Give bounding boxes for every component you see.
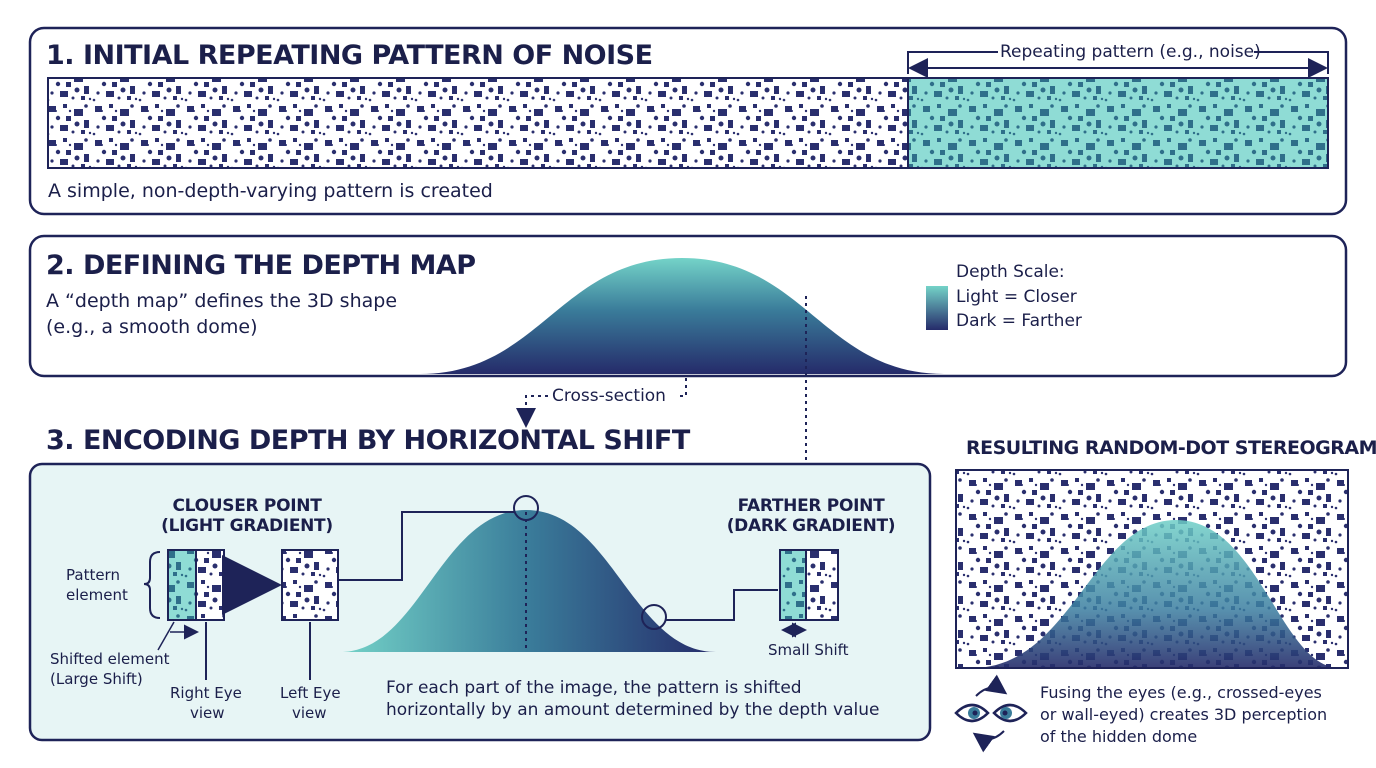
left-eye-view-tile (281, 549, 339, 621)
depth-map-desc-1: A “depth map” defines the 3D shape (46, 290, 398, 312)
noise-strip (47, 77, 909, 169)
closer-connector (338, 511, 514, 581)
small-shift-label: Small Shift (768, 641, 849, 659)
closer-point-title-2: (LIGHT GRADIENT) (161, 516, 333, 536)
farther-pattern-tile (779, 549, 807, 621)
depth-scale-dark: Dark = Farther (956, 311, 1082, 331)
closer-point-title-1: CLOUSER POINT (172, 496, 322, 516)
hidden-dome-shape (972, 520, 1340, 668)
pattern-element-brace (143, 551, 161, 619)
panel-3-title: 3. ENCODING DEPTH BY HORIZONTAL SHIFT (46, 425, 690, 456)
cross-section-dome (340, 510, 716, 652)
repeat-label: Repeating pattern (e.g., noise) (1000, 42, 1261, 62)
shifted-element-label-1: Shifted element (50, 650, 170, 668)
repeat-bracket-right (1254, 51, 1329, 74)
left-eye-label-2: view (292, 704, 327, 722)
eyes-icon (954, 703, 1028, 723)
panel-2-title: 2. DEFINING THE DEPTH MAP (46, 250, 476, 281)
cross-section-label: Cross-section (552, 386, 666, 406)
rotate-arrows-icon (972, 674, 1008, 753)
shifted-element-pointer (157, 621, 175, 651)
pattern-element-tile (167, 549, 197, 621)
depth-map-dome (420, 258, 944, 374)
stereogram-frame (955, 469, 1349, 669)
farther-point-title-1: FARTHER POINT (737, 496, 885, 516)
pattern-element-label-1: Pattern (66, 566, 120, 584)
depth-map-desc-2: (e.g., a smooth dome) (46, 316, 258, 338)
result-text-3: of the hidden dome (1040, 727, 1198, 746)
cross-section-link-left (525, 395, 548, 412)
explain-line-1: For each part of the image, the pattern … (386, 678, 802, 698)
panel-1-title: 1. INITIAL REPEATING PATTERN OF NOISE (46, 40, 653, 71)
depth-scale-swatch (926, 286, 948, 330)
result-text-1: Fusing the eyes (e.g., crossed-eyes (1040, 683, 1322, 702)
result-title: RESULTING RANDOM-DOT STEREOGRAM (966, 437, 1376, 459)
farther-point-title-2: (DARK GRADIENT) (726, 516, 896, 536)
closer-point-marker (513, 495, 539, 521)
farther-connector (666, 589, 778, 621)
right-eye-label-2: view (190, 704, 225, 722)
result-text-2: or wall-eyed) creates 3D perception (1040, 705, 1328, 724)
explain-line-2: horizontally by an amount determined by … (386, 700, 880, 720)
panel-1-caption: A simple, non-depth-varying pattern is c… (48, 180, 493, 202)
left-eye-label-1: Left Eye (280, 684, 341, 702)
depth-scale-light: Light = Closer (956, 287, 1077, 307)
right-eye-label-1: Right Eye (170, 684, 242, 702)
pattern-element-label-2: element (66, 586, 128, 604)
cross-section-link (676, 378, 687, 397)
shifted-element-label-2: (Large Shift) (50, 670, 143, 688)
depth-scale-title: Depth Scale: (956, 262, 1065, 282)
farther-point-marker (641, 604, 667, 630)
repeating-pattern-tile (907, 77, 1329, 169)
